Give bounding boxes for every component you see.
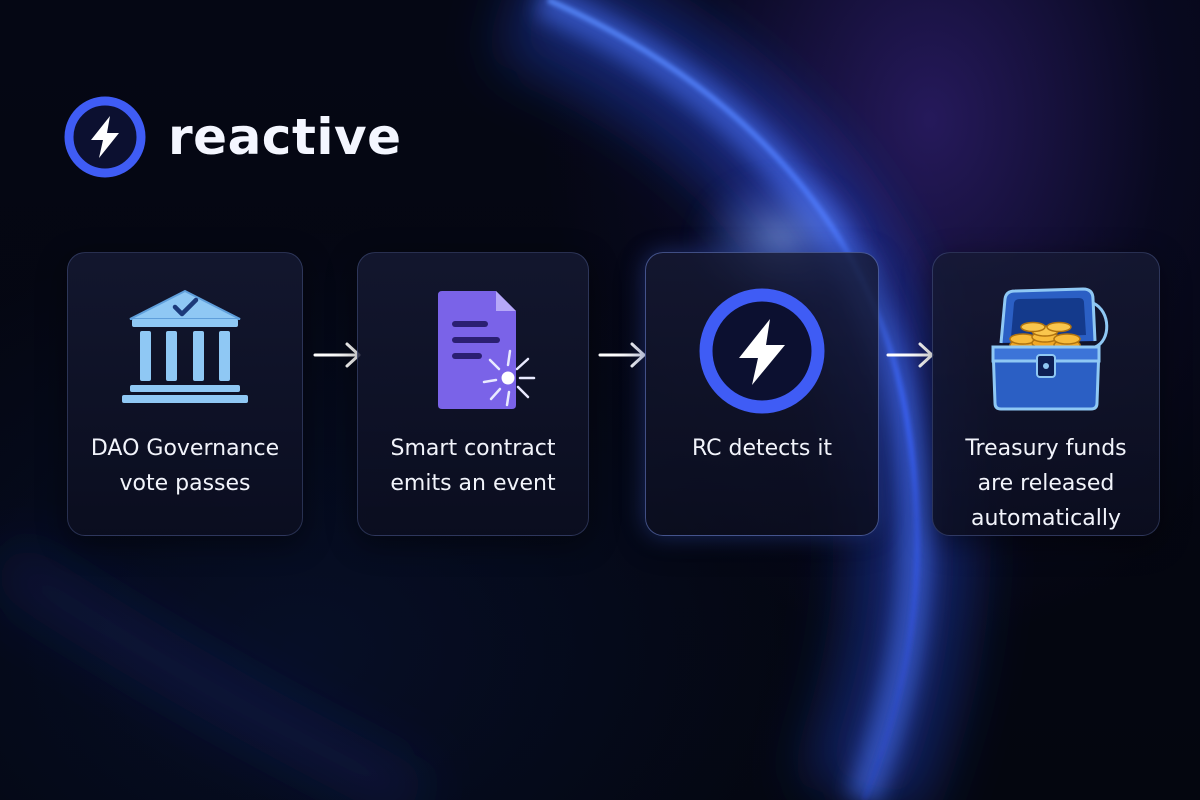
step-label: Smart contract emits an event (390, 436, 556, 496)
bank-building-icon (122, 289, 248, 403)
step-card-dao-governance: DAO Governance vote passes (67, 252, 303, 536)
step-card-treasury-release: Treasury funds are released automaticall… (932, 252, 1160, 536)
step-label: DAO Governance vote passes (90, 436, 280, 496)
step-label: Treasury funds are released automaticall… (965, 436, 1127, 531)
lightning-bolt-icon (64, 96, 146, 178)
lightning-bolt-icon (699, 288, 825, 414)
brand-logo: reactive (64, 96, 402, 178)
step-card-smart-contract: Smart contract emits an event (357, 252, 589, 536)
step-label: RC detects it (691, 436, 833, 461)
step-card-rc-detects: RC detects it (645, 252, 879, 536)
brand-name: reactive (168, 108, 402, 166)
treasure-chest-icon (991, 287, 1109, 411)
arrow-right-icon (598, 342, 646, 368)
arrow-right-icon (886, 342, 934, 368)
document-event-icon (438, 291, 536, 409)
